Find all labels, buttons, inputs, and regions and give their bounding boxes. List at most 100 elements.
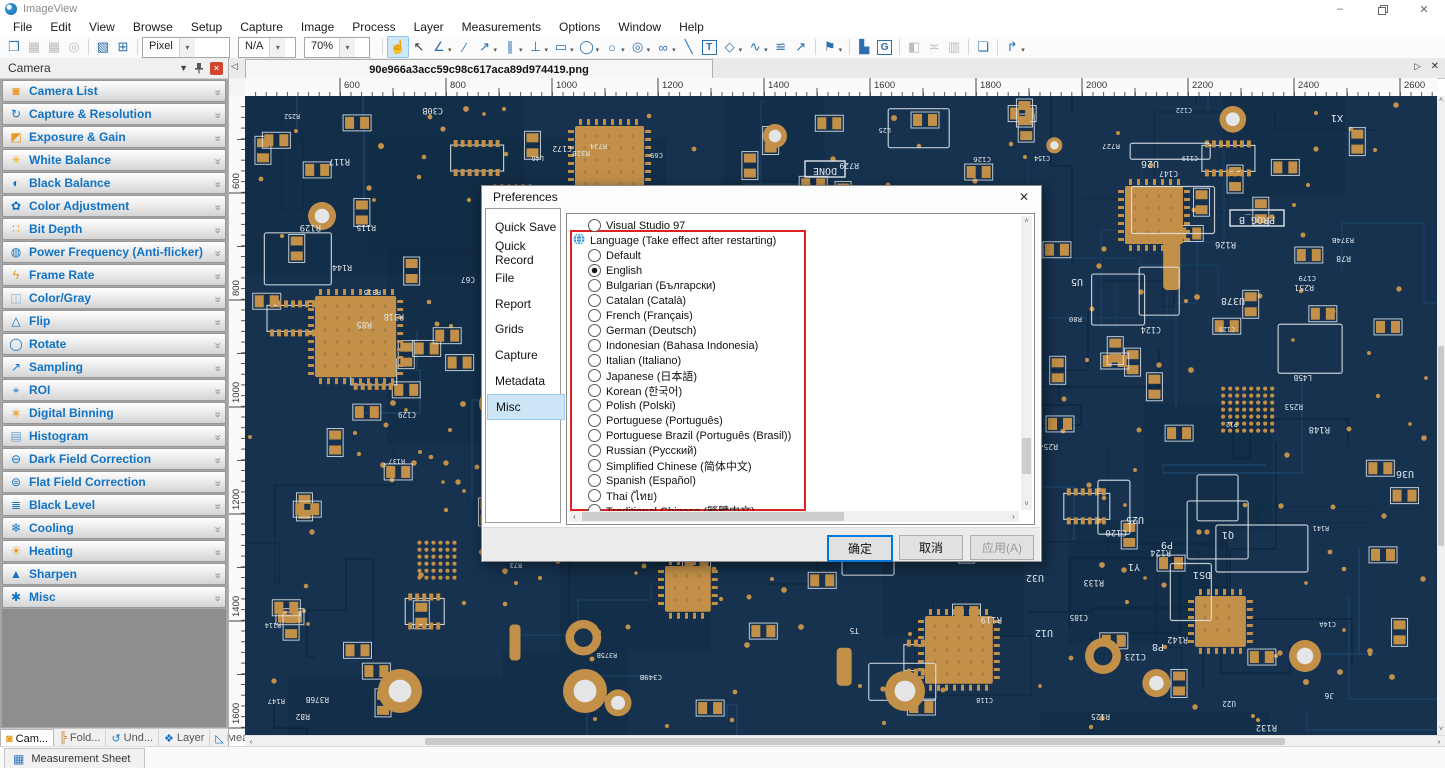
radio-row-visual-studio-97[interactable]: Visual Studio 97 — [588, 218, 685, 233]
radio-thai[interactable] — [588, 489, 601, 502]
annulus-tool[interactable]: ◎ — [631, 39, 644, 54]
expand-chevrons-icon[interactable]: » — [211, 296, 224, 300]
expand-chevrons-icon[interactable]: » — [211, 457, 224, 461]
chain-tool-dropdown-icon[interactable]: ▾ — [672, 47, 676, 54]
expand-chevrons-icon[interactable]: » — [211, 411, 224, 415]
save-icon[interactable]: ▦ — [27, 39, 41, 54]
dialog-title-bar[interactable]: Preferences ✕ — [482, 186, 1041, 208]
radio-row-bulgarian[interactable]: Bulgarian (Български) — [588, 278, 716, 293]
dialog-close-icon[interactable]: ✕ — [1018, 190, 1029, 204]
scroll-left-icon[interactable]: ‹ — [249, 737, 253, 746]
menu-process[interactable]: Process — [352, 20, 396, 34]
bottom-tab-und[interactable]: ↺Und... — [106, 729, 160, 747]
sidebar-item-white-balance[interactable]: ☀White Balance» — [2, 149, 226, 171]
expand-chevrons-icon[interactable]: » — [211, 365, 224, 369]
perpendicular-tool[interactable]: ⊥ — [529, 39, 542, 54]
radio-indonesian-bahasa-indonesia[interactable] — [588, 339, 601, 352]
expand-chevrons-icon[interactable]: » — [211, 526, 224, 530]
angle-tool-dropdown-icon[interactable]: ▾ — [448, 47, 452, 54]
expand-chevrons-icon[interactable]: » — [211, 342, 224, 346]
menu-layer[interactable]: Layer — [413, 20, 444, 34]
sidebar-item-cooling[interactable]: ❄Cooling» — [2, 517, 226, 539]
list-vertical-scrollbar[interactable]: ˄˅ — [1021, 216, 1032, 510]
angle-tool[interactable]: ∠ — [433, 39, 445, 54]
curve-tool[interactable]: ∿ — [749, 39, 761, 54]
radio-row-simplified-chinese[interactable]: Simplified Chinese (简体中文) — [588, 458, 751, 473]
radio-row-german-deutsch[interactable]: German (Deutsch) — [588, 323, 696, 338]
expand-chevrons-icon[interactable]: » — [211, 388, 224, 392]
sidebar-item-black-level[interactable]: ≣Black Level» — [2, 494, 226, 516]
pref-nav-report[interactable]: Report — [495, 296, 532, 311]
sidebar-item-roi[interactable]: ⌖ROI» — [2, 379, 226, 401]
expand-chevrons-icon[interactable]: » — [211, 319, 224, 323]
unit-combo[interactable]: Pixel▾ — [142, 36, 230, 58]
scale-bar-tool[interactable]: ≌ — [775, 39, 787, 54]
radio-portuguese-portugu-s[interactable] — [588, 414, 601, 427]
menu-options[interactable]: Options — [559, 20, 601, 34]
sidebar-item-dark-field-correction[interactable]: ⊖Dark Field Correction» — [2, 448, 226, 470]
circle-tool[interactable]: ○ — [608, 39, 617, 55]
expand-chevrons-icon[interactable]: » — [211, 204, 224, 208]
export-icon-dropdown-icon[interactable]: ▾ — [1021, 47, 1025, 54]
expand-chevrons-icon[interactable]: » — [211, 595, 224, 599]
magnification-combo[interactable]: N/A▾ — [238, 36, 296, 58]
radio-russian[interactable] — [588, 444, 601, 457]
list-horizontal-scrollbar[interactable]: ‹› — [569, 511, 1019, 522]
calibrate-tool-dropdown-icon[interactable]: ▾ — [838, 47, 843, 54]
measurement-sheet-tab[interactable]: ▦ Measurement Sheet — [4, 748, 146, 768]
thumbnail-icon[interactable]: ⊞ — [117, 39, 129, 54]
radio-polish-polski[interactable] — [588, 399, 601, 412]
document-tab[interactable]: 90e966a3acc59c98c617aca89d974419.png — [245, 59, 713, 79]
radio-spanish-espa-ol[interactable] — [588, 474, 601, 487]
ellipse-tool-dropdown-icon[interactable]: ▾ — [595, 47, 600, 54]
expand-chevrons-icon[interactable]: » — [211, 273, 224, 277]
polyline-tool-dropdown-icon[interactable]: ▾ — [493, 47, 498, 54]
ellipse-tool[interactable]: ◯ — [579, 39, 594, 54]
sidebar-item-sharpen[interactable]: ▲Sharpen» — [2, 563, 226, 585]
sidebar-item-sampling[interactable]: ↗Sampling» — [2, 356, 226, 378]
ok-button[interactable]: 确定 — [827, 535, 893, 562]
pref-nav-quick-record[interactable]: Quick Record — [495, 238, 534, 267]
menu-capture[interactable]: Capture — [240, 20, 283, 34]
radio-row-catalan-catal[interactable]: Catalan (Català) — [588, 293, 686, 308]
expand-chevrons-icon[interactable]: » — [211, 572, 224, 576]
radio-row-portuguese-portugu-s[interactable]: Portuguese (Português) — [588, 413, 723, 428]
radio-bulgarian[interactable] — [588, 279, 601, 292]
menu-browse[interactable]: Browse — [132, 20, 173, 34]
list-scroll-up-icon[interactable]: ˄ — [1024, 218, 1029, 225]
expand-chevrons-icon[interactable]: » — [211, 158, 224, 162]
radio-portuguese-brazil-portugu-s-brasil[interactable] — [588, 429, 601, 442]
radio-korean[interactable] — [588, 384, 601, 397]
expand-chevrons-icon[interactable]: » — [211, 89, 224, 93]
expand-chevrons-icon[interactable]: » — [211, 181, 224, 185]
scroll-up-icon[interactable]: ˄ — [1438, 97, 1444, 104]
sidebar-item-rotate[interactable]: ◯Rotate» — [2, 333, 226, 355]
close-button[interactable]: ✕ — [1419, 3, 1429, 16]
sidebar-item-black-balance[interactable]: ◐Black Balance» — [2, 172, 226, 194]
select-tool[interactable]: ↖ — [413, 39, 425, 54]
rectangle-tool-dropdown-icon[interactable]: ▾ — [570, 47, 574, 54]
sidebar-item-heating[interactable]: ☀Heating» — [2, 540, 226, 562]
menu-edit[interactable]: Edit — [50, 20, 72, 34]
grid-tool[interactable]: G — [877, 39, 893, 55]
expand-chevrons-icon[interactable]: » — [211, 135, 224, 139]
radio-catalan-catal[interactable] — [588, 294, 601, 307]
open-file-icon[interactable]: ❐ — [8, 39, 20, 54]
menu-help[interactable]: Help — [679, 20, 704, 34]
expand-chevrons-icon[interactable]: » — [211, 480, 224, 484]
chain-tool[interactable]: ∞ — [658, 39, 668, 55]
polygon-tool-dropdown-icon[interactable]: ▾ — [738, 47, 743, 54]
radio-row-english[interactable]: English — [588, 263, 642, 278]
save-all-icon[interactable]: ▦ — [47, 39, 61, 54]
clipboard-icon[interactable]: ❏ — [977, 39, 990, 54]
menu-image[interactable]: Image — [300, 20, 335, 34]
sidebar-item-color-adjustment[interactable]: ✿Color Adjustment» — [2, 195, 226, 217]
expand-chevrons-icon[interactable]: » — [211, 227, 224, 231]
unit-combo-dropdown-icon[interactable]: ▾ — [178, 37, 195, 57]
parallel-tool-dropdown-icon[interactable]: ▾ — [519, 47, 523, 54]
sidebar-item-misc[interactable]: ✱Misc» — [2, 586, 226, 608]
collapse-icon[interactable]: ▼ — [179, 63, 188, 73]
scroll-right-icon[interactable]: › — [1437, 737, 1441, 746]
pref-nav-metadata[interactable]: Metadata — [495, 373, 546, 388]
restore-button[interactable] — [1361, 0, 1403, 18]
